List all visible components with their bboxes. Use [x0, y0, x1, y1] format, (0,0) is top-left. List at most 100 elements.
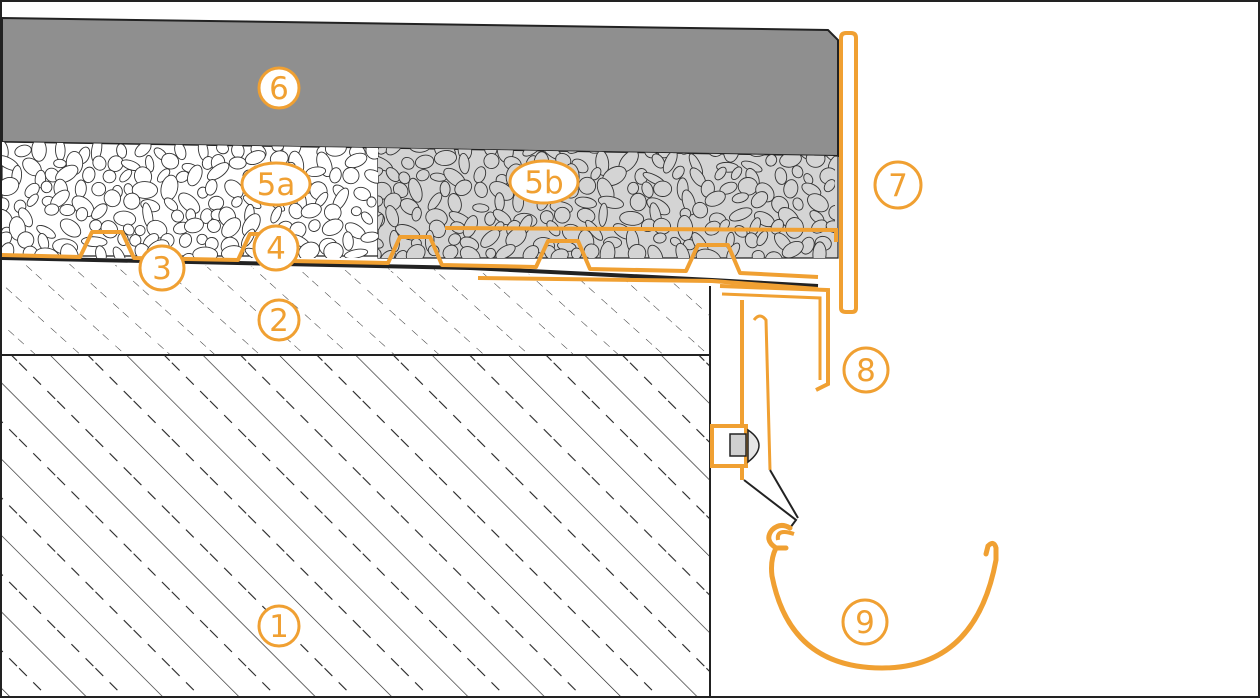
pebble — [205, 179, 218, 196]
pebble — [378, 247, 382, 258]
structural-slab — [2, 286, 711, 696]
pebble — [480, 229, 501, 248]
callout-9: 9 — [841, 598, 889, 646]
pebble — [123, 192, 141, 210]
pebble — [385, 205, 400, 228]
pebble — [122, 223, 135, 236]
pebble — [675, 242, 691, 258]
pebble — [398, 171, 411, 185]
pebble — [801, 182, 822, 198]
pebble — [458, 153, 470, 175]
pebble — [774, 167, 788, 185]
pebble — [2, 197, 10, 214]
pebble — [627, 243, 647, 258]
pebble — [44, 203, 60, 216]
pebble — [360, 231, 378, 243]
pebble — [474, 181, 488, 198]
pebble — [360, 211, 374, 225]
pebble — [598, 202, 608, 227]
pebble — [459, 246, 481, 258]
callout-8: 8 — [842, 346, 890, 394]
pebble — [714, 166, 727, 181]
pebble — [494, 192, 505, 212]
pebble — [244, 150, 266, 165]
pebble — [224, 179, 244, 199]
pebble — [781, 240, 804, 258]
pebble — [574, 196, 597, 209]
pebble — [730, 166, 743, 180]
pebble — [433, 150, 457, 167]
pebble — [102, 169, 117, 184]
pebble — [647, 244, 664, 258]
callout-3: 3 — [138, 244, 186, 292]
pebble — [578, 176, 597, 195]
pebble — [221, 217, 242, 238]
pebble — [704, 190, 726, 207]
pebble — [731, 192, 749, 204]
pebble — [228, 156, 247, 170]
pebble — [641, 181, 654, 198]
pebble — [599, 241, 616, 258]
pebble — [119, 169, 133, 183]
pebble — [342, 167, 360, 185]
callout-1-text: 1 — [269, 609, 289, 645]
pebble — [783, 179, 799, 199]
callout-5a: 5a — [240, 161, 312, 207]
pebble — [178, 192, 201, 214]
pebble — [308, 219, 321, 232]
pebble — [95, 245, 107, 258]
pebble — [401, 156, 415, 170]
pebble — [619, 211, 645, 226]
pebble — [181, 252, 197, 258]
pebble — [385, 167, 401, 183]
gutter — [766, 522, 999, 671]
pebble — [405, 244, 426, 258]
pebble — [473, 166, 487, 184]
pebble — [484, 211, 496, 226]
pebble — [31, 142, 47, 162]
pebble — [300, 202, 322, 219]
pebble — [394, 250, 408, 258]
pebble — [92, 155, 107, 171]
pebble — [427, 192, 443, 211]
pebble — [416, 169, 430, 182]
pebble — [750, 191, 769, 209]
pebble — [55, 164, 79, 184]
pebble — [366, 196, 377, 208]
pebble — [728, 207, 753, 222]
pebble — [75, 207, 89, 222]
callout-5b-text: 5b — [524, 165, 563, 201]
pebble — [187, 164, 203, 187]
pebble — [161, 152, 180, 170]
pebble — [298, 241, 320, 258]
pebble — [495, 244, 516, 258]
pebble — [807, 193, 829, 213]
callout-7-text: 7 — [888, 168, 908, 204]
pebble — [672, 165, 685, 180]
callout-3-text: 3 — [152, 251, 172, 287]
pebble — [442, 244, 459, 258]
callout-4-text: 4 — [266, 231, 286, 267]
callout-5a-text: 5a — [257, 167, 296, 203]
pebble — [350, 206, 362, 217]
pebble — [344, 152, 368, 169]
pebble — [653, 232, 667, 244]
pebble — [764, 251, 783, 258]
pebble — [792, 197, 804, 211]
pebble — [411, 206, 422, 222]
profile-support-leg — [444, 226, 838, 242]
pebble — [378, 148, 389, 155]
pebble — [91, 203, 108, 220]
callout-6-text: 6 — [269, 71, 289, 107]
pebble — [112, 246, 126, 258]
pebble — [812, 241, 827, 258]
pebble — [113, 210, 137, 227]
callout-2-text: 2 — [269, 303, 289, 339]
pebble — [378, 213, 384, 238]
pebble — [629, 192, 647, 212]
pebble — [178, 233, 193, 248]
pebble — [116, 143, 128, 159]
pebble — [329, 167, 342, 184]
pebble — [129, 234, 142, 247]
